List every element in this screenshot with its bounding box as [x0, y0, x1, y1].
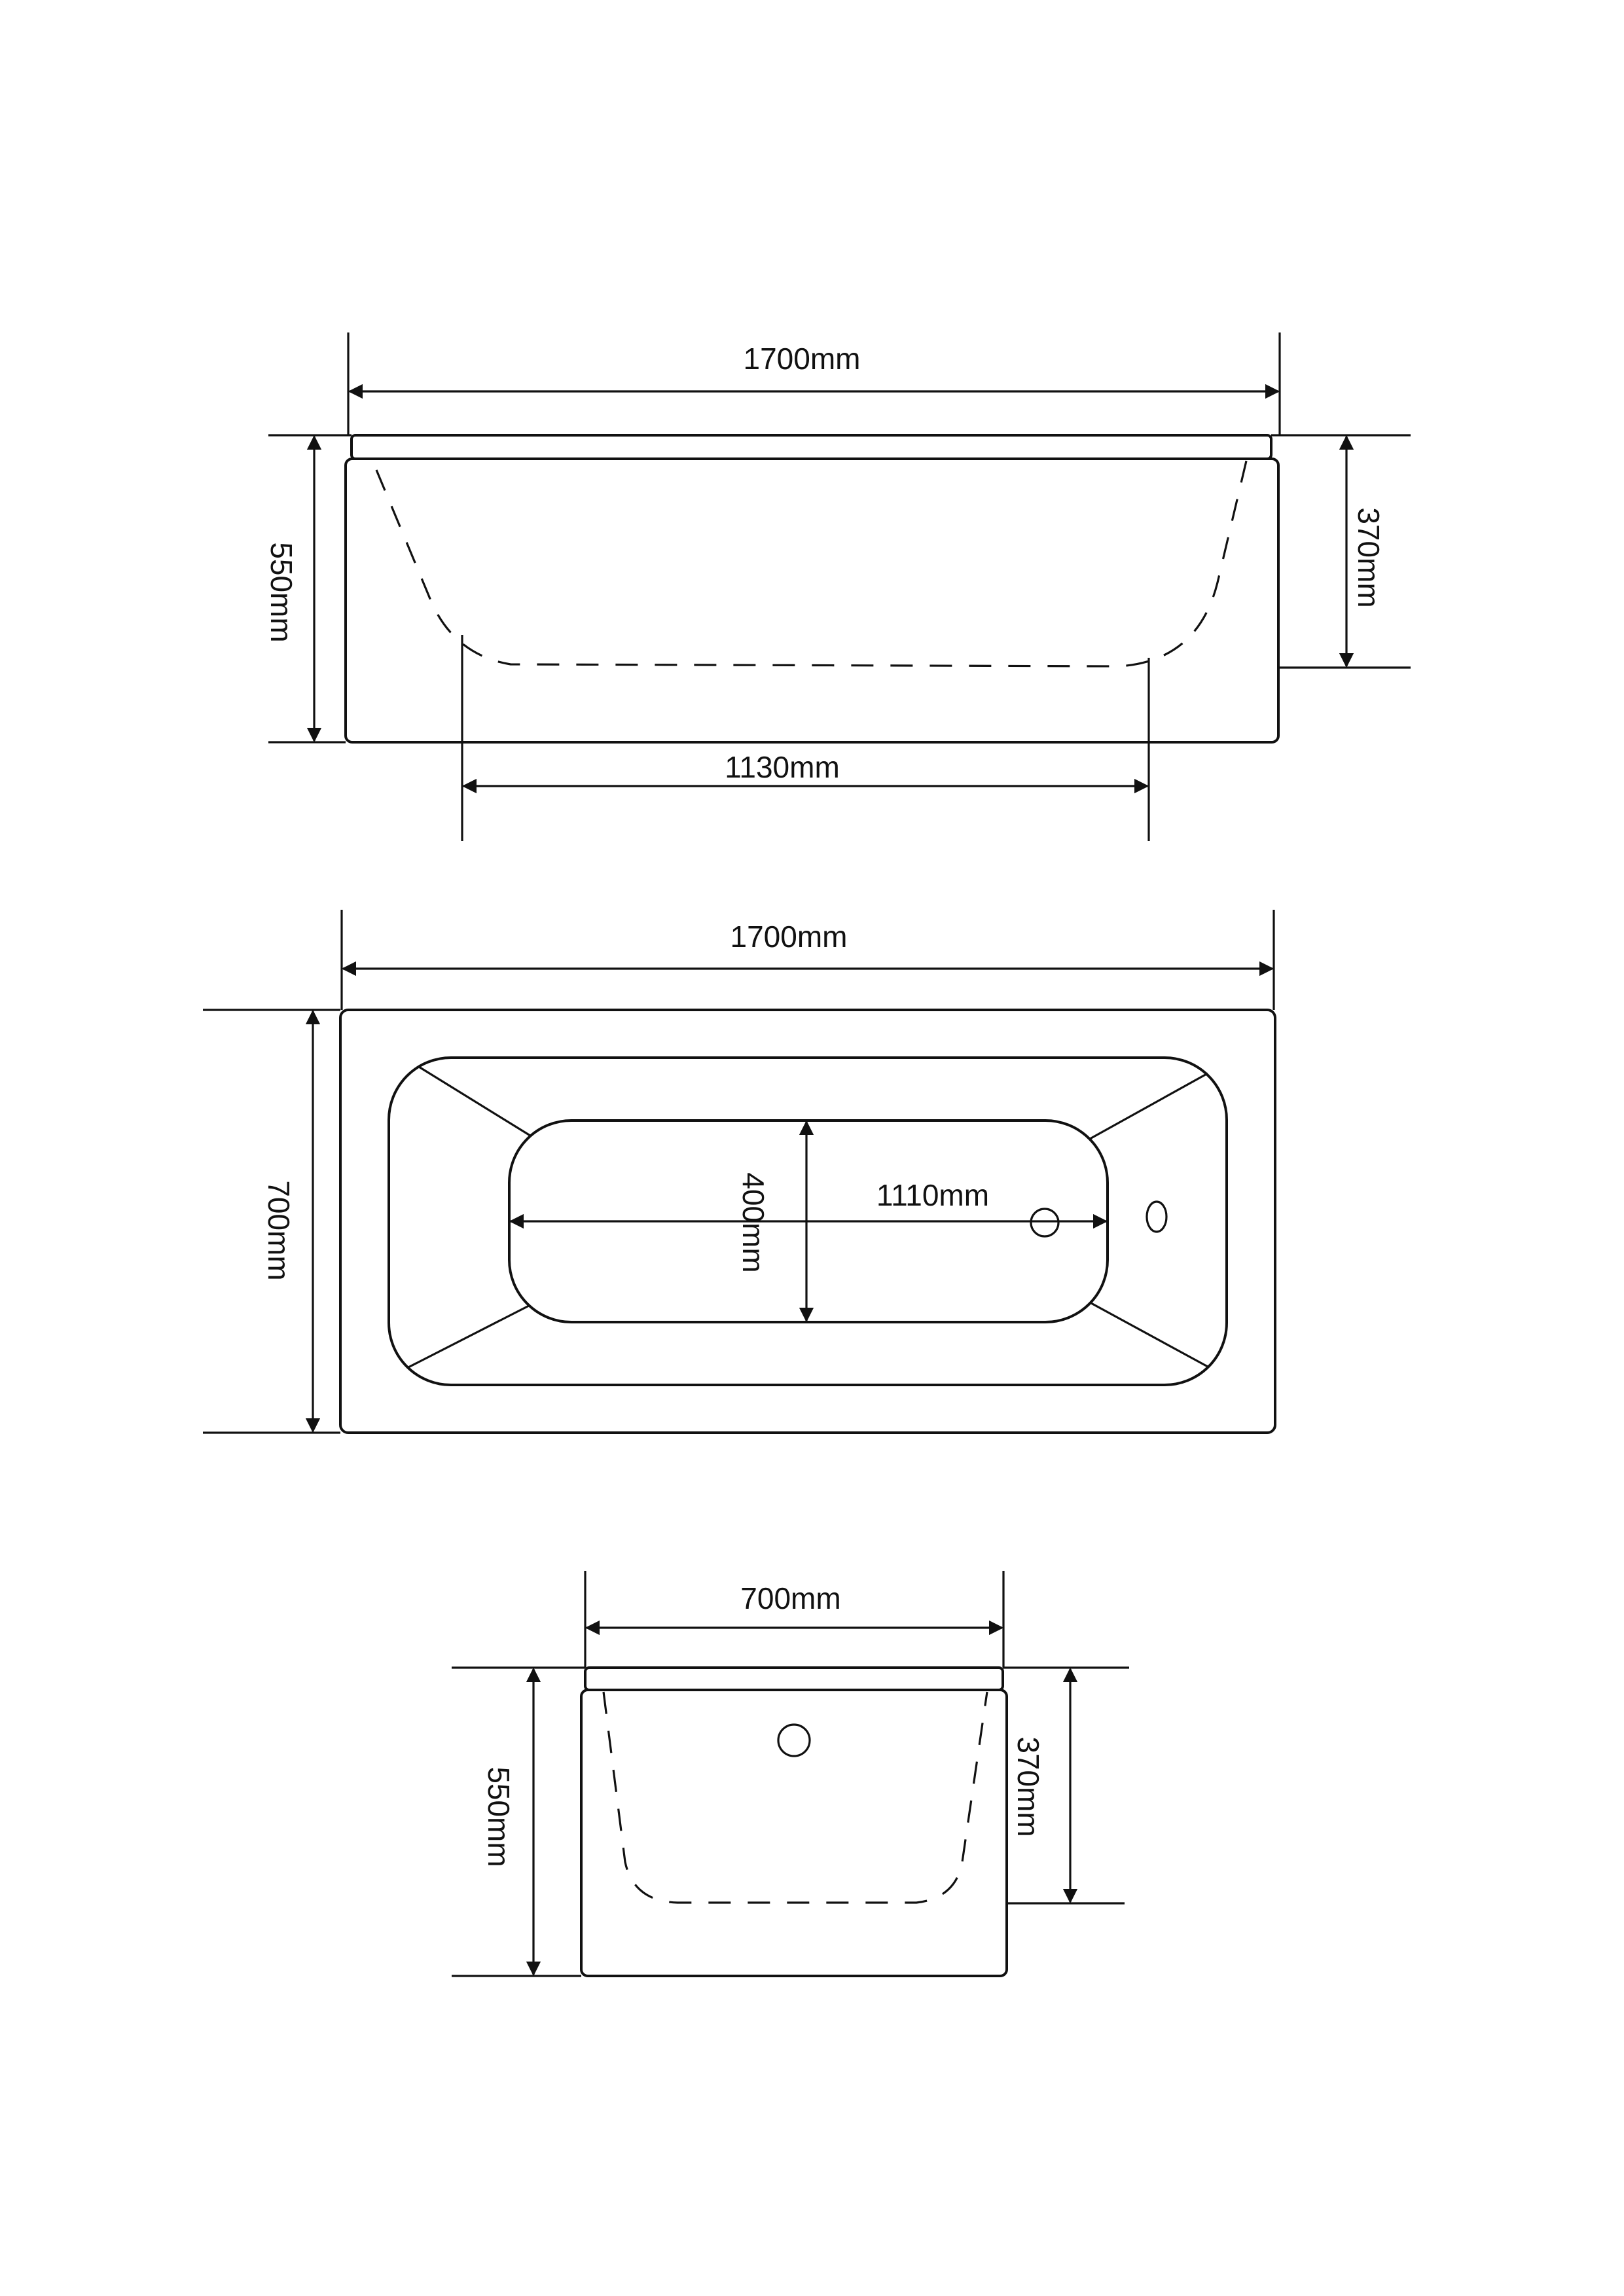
top-view-width-label: 700mm	[262, 1180, 296, 1280]
top-view-inner-length-label: 1110mm	[876, 1178, 989, 1212]
overflow-oval	[1146, 1200, 1168, 1233]
top-view-length-label: 1700mm	[731, 920, 848, 954]
end-view-depth-label: 370mm	[1011, 1736, 1045, 1837]
side-view-hidden-basin	[375, 457, 1248, 668]
side-view-length-label: 1700mm	[744, 342, 861, 376]
end-view: 700mm 550mm 370mm	[452, 1571, 1129, 1977]
end-view-width-label: 700mm	[740, 1581, 840, 1615]
top-view-inner-width-label: 400mm	[736, 1172, 770, 1272]
top-view-basin-outline	[388, 1056, 1228, 1386]
top-view-outer-rim	[339, 1009, 1276, 1434]
side-view-bottom-length-label: 1130mm	[725, 750, 840, 784]
end-view-height-label: 550mm	[482, 1767, 516, 1867]
end-view-body	[580, 1689, 1008, 1977]
side-view-rim	[350, 434, 1272, 460]
side-view-height-label: 550mm	[264, 542, 298, 642]
end-view-hidden-basin	[602, 1691, 988, 1904]
end-view-overflow-circle	[777, 1723, 811, 1757]
drain-circle	[1030, 1208, 1060, 1238]
top-view: 1700mm 700mm 1110mm 400mm	[203, 910, 1276, 1434]
side-view-depth-label: 370mm	[1352, 507, 1386, 607]
end-view-rim	[584, 1666, 1004, 1691]
side-view-body	[344, 457, 1280, 744]
side-view: 1700mm 550mm 370mm 1130mm	[264, 332, 1411, 841]
